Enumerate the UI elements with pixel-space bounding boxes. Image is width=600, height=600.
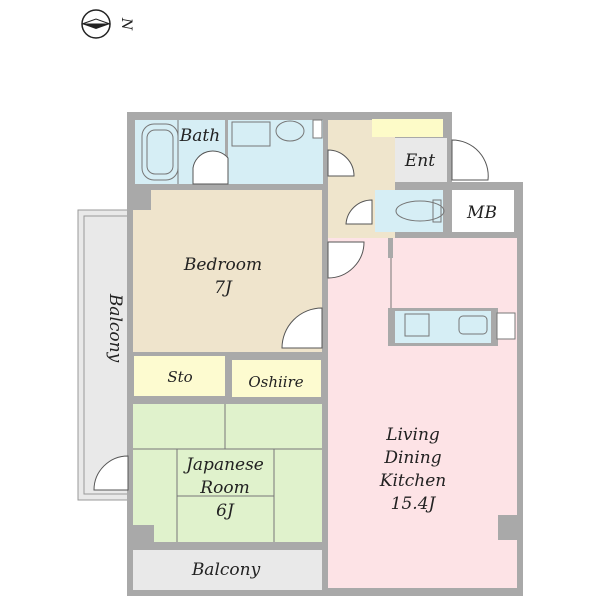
sink-icon [458,315,488,335]
washroom [228,120,323,184]
ldk-label-2: Dining [383,448,441,468]
ldk-label-1: Living [385,425,440,445]
balcony-side: Balcony [77,209,131,501]
shoe-cabinet [372,119,443,137]
bedroom-label: Bedroom [183,255,262,275]
meter-box [452,190,514,232]
oshiire-label: Oshiire [248,373,303,391]
balcony-bottom-label: Balcony [191,560,261,580]
living-dining-kitchen [328,238,517,588]
balcony-bottom [133,550,322,590]
storage [134,356,225,396]
entrance-label: Ent [404,151,435,171]
meter-box-label: MB [466,203,497,223]
bedroom-size: 7J [214,278,233,298]
ldk-label-3: Kitchen [379,471,446,491]
entrance [395,138,447,182]
storage-label: Sto [167,368,192,386]
japanese-room-label-2: Room [199,478,249,498]
north-label: N [118,17,134,31]
toilet [375,190,443,232]
japanese-room-size: 6J [216,501,235,521]
japanese-room-label-1: Japanese [183,455,264,475]
japanese-room [127,404,322,548]
entrance-door [451,139,489,181]
north-arrow-icon: N [81,9,134,39]
oshiire [232,360,321,397]
stove-icon [404,313,430,337]
ldk-size: 15.4J [391,494,437,514]
bath-label: Bath [179,126,220,146]
svg-text:Balcony: Balcony [105,293,125,363]
